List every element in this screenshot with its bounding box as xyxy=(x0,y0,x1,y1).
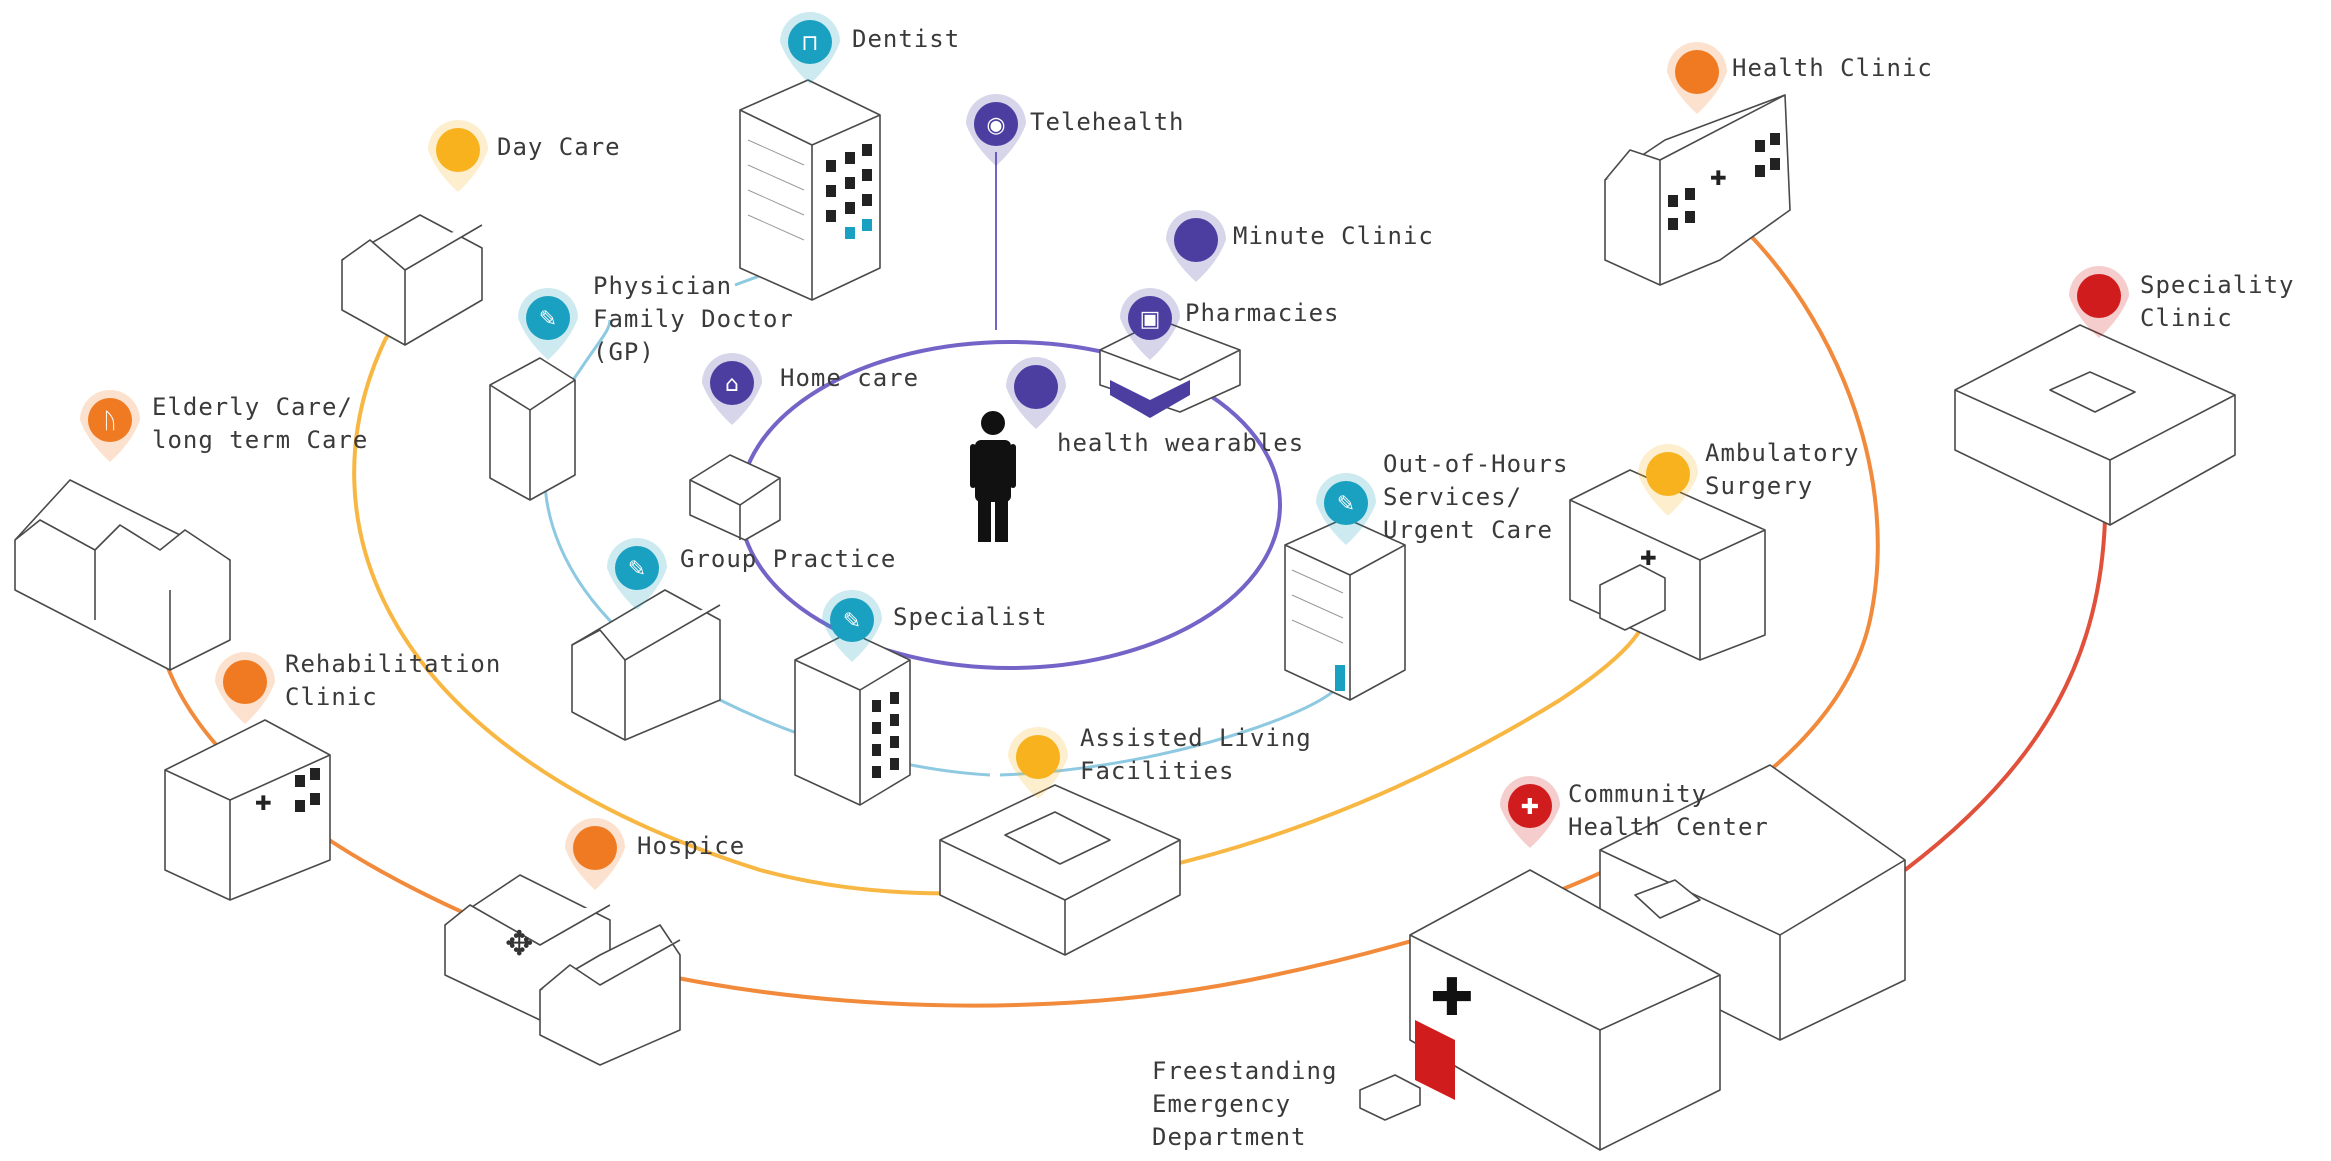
physician-building xyxy=(489,357,576,501)
pin-dot xyxy=(830,598,874,642)
pin-dot xyxy=(1016,735,1060,779)
pin-telehealth: ◉ xyxy=(966,94,1026,166)
label-health-clinic: Health Clinic xyxy=(1732,54,1933,82)
pin-dot xyxy=(788,20,832,64)
group-practice-building xyxy=(571,589,721,741)
pin-day-care xyxy=(428,120,488,192)
pin-physician: ✎ xyxy=(518,288,578,360)
pin-dot xyxy=(1014,365,1058,409)
pin-dot xyxy=(1128,296,1172,340)
label-elderly-care: Elderly Care/ long term Care xyxy=(152,393,369,454)
label-community-health-center: Community Health Center xyxy=(1568,780,1769,841)
wifi-icon: ◉ xyxy=(986,113,1005,138)
svg-text:✚: ✚ xyxy=(1640,546,1657,570)
label-telehealth: Telehealth xyxy=(1030,108,1185,136)
label-freestanding-ed: Freestanding Emergency Department xyxy=(1152,1057,1338,1151)
emergency-department-building: ✚ xyxy=(1359,869,1721,1151)
label-group-practice: Group Practice xyxy=(680,545,897,573)
home-care-building xyxy=(689,454,781,541)
assisted-living-building xyxy=(939,784,1181,956)
dentist-building xyxy=(739,79,881,301)
pin-group-practice: ✎ xyxy=(607,538,667,610)
pin-out-of-hours: ✎ xyxy=(1316,473,1376,545)
label-home-care: Home care xyxy=(780,364,920,392)
pin-ambulatory-surgery xyxy=(1638,444,1698,516)
label-assisted-living: Assisted Living Facilities xyxy=(1080,724,1312,785)
rehabilitation-clinic-building: ✚ xyxy=(164,719,331,901)
pin-dentist: ⊓ xyxy=(780,12,840,84)
pin-dot xyxy=(1508,784,1552,828)
lock-icon: ▣ xyxy=(1140,307,1161,332)
pharmacy-building xyxy=(1099,319,1241,418)
pin-dot xyxy=(88,398,132,442)
speciality-clinic-building xyxy=(1954,324,2236,526)
pin-speciality-clinic xyxy=(2069,266,2129,338)
tooth-icon: ⊓ xyxy=(801,31,818,56)
pin-dot xyxy=(615,546,659,590)
pin-dot xyxy=(223,660,267,704)
label-hospice: Hospice xyxy=(637,832,746,860)
label-pharmacies: Pharmacies xyxy=(1185,299,1340,327)
pin-dot xyxy=(573,826,617,870)
walker-icon: ᚢ xyxy=(103,409,116,434)
label-dentist: Dentist xyxy=(852,25,961,53)
patient-figure xyxy=(970,411,1016,542)
stethoscope-icon: ✎ xyxy=(1337,492,1355,517)
stethoscope-icon: ✎ xyxy=(539,307,557,332)
label-speciality-clinic: Speciality Clinic xyxy=(2140,271,2295,332)
pin-dot xyxy=(974,102,1018,146)
pin-dot xyxy=(1174,218,1218,262)
day-care-building xyxy=(341,214,483,346)
pin-dot xyxy=(436,128,480,172)
svg-text:✚: ✚ xyxy=(255,791,272,815)
pin-community-health-center: ✚ xyxy=(1500,776,1560,848)
stethoscope-icon: ✎ xyxy=(628,557,646,582)
health-clinic-building: ✚ xyxy=(1604,94,1791,286)
label-specialist: Specialist xyxy=(893,603,1048,631)
elderly-care-building xyxy=(14,479,231,671)
location-pins: ⊓ ◉ ▣ ✎ ⌂ ᚢ ✎ ✎ ✎ ✚ xyxy=(80,12,2129,890)
pin-health-clinic xyxy=(1667,42,1727,114)
pin-rehabilitation-clinic xyxy=(215,652,275,724)
label-rehabilitation-clinic: Rehabilitation Clinic xyxy=(285,650,502,711)
ring-teal-2 xyxy=(999,688,1336,777)
pin-dot xyxy=(526,296,570,340)
svg-text:✚: ✚ xyxy=(1710,166,1727,190)
label-physician: Physician Family Doctor (GP) xyxy=(593,272,794,366)
pin-health-wearables xyxy=(1006,357,1066,429)
pin-pharmacies: ▣ xyxy=(1120,288,1180,360)
pin-hospice xyxy=(565,818,625,890)
label-out-of-hours: Out-of-Hours Services/ Urgent Care xyxy=(1383,450,1569,544)
medical-cross-icon: ✚ xyxy=(1521,795,1539,820)
ring-teal-3 xyxy=(578,319,612,371)
svg-text:✥: ✥ xyxy=(505,924,534,964)
pin-dot xyxy=(1646,452,1690,496)
ring-yellow xyxy=(352,339,1652,896)
label-ambulatory-surgery: Ambulatory Surgery xyxy=(1705,439,1860,500)
pin-dot xyxy=(1675,50,1719,94)
hospice-building: ✥ xyxy=(444,874,681,1066)
pin-elderly-care: ᚢ xyxy=(80,390,140,462)
pin-dot xyxy=(1324,481,1368,525)
ambulatory-surgery-building: ✚ xyxy=(1569,469,1766,661)
label-day-care: Day Care xyxy=(497,133,621,161)
pin-specialist: ✎ xyxy=(822,590,882,662)
pin-dot xyxy=(710,361,754,405)
ring-red xyxy=(1903,519,2107,872)
specialist-building xyxy=(794,631,911,806)
pin-minute-clinic xyxy=(1166,210,1226,282)
pin-assisted-living xyxy=(1008,727,1068,799)
pin-dot xyxy=(2077,274,2121,318)
house-icon: ⌂ xyxy=(725,372,739,397)
label-minute-clinic: Minute Clinic xyxy=(1233,222,1434,250)
svg-text:✚: ✚ xyxy=(1430,968,1474,1028)
stethoscope-icon: ✎ xyxy=(843,609,861,634)
buildings: ✚ ✚ xyxy=(14,79,2236,1151)
pin-home-care: ⌂ xyxy=(702,353,762,425)
ring-orange-outer xyxy=(163,233,1880,1008)
label-health-wearables: health wearables xyxy=(1057,429,1305,457)
